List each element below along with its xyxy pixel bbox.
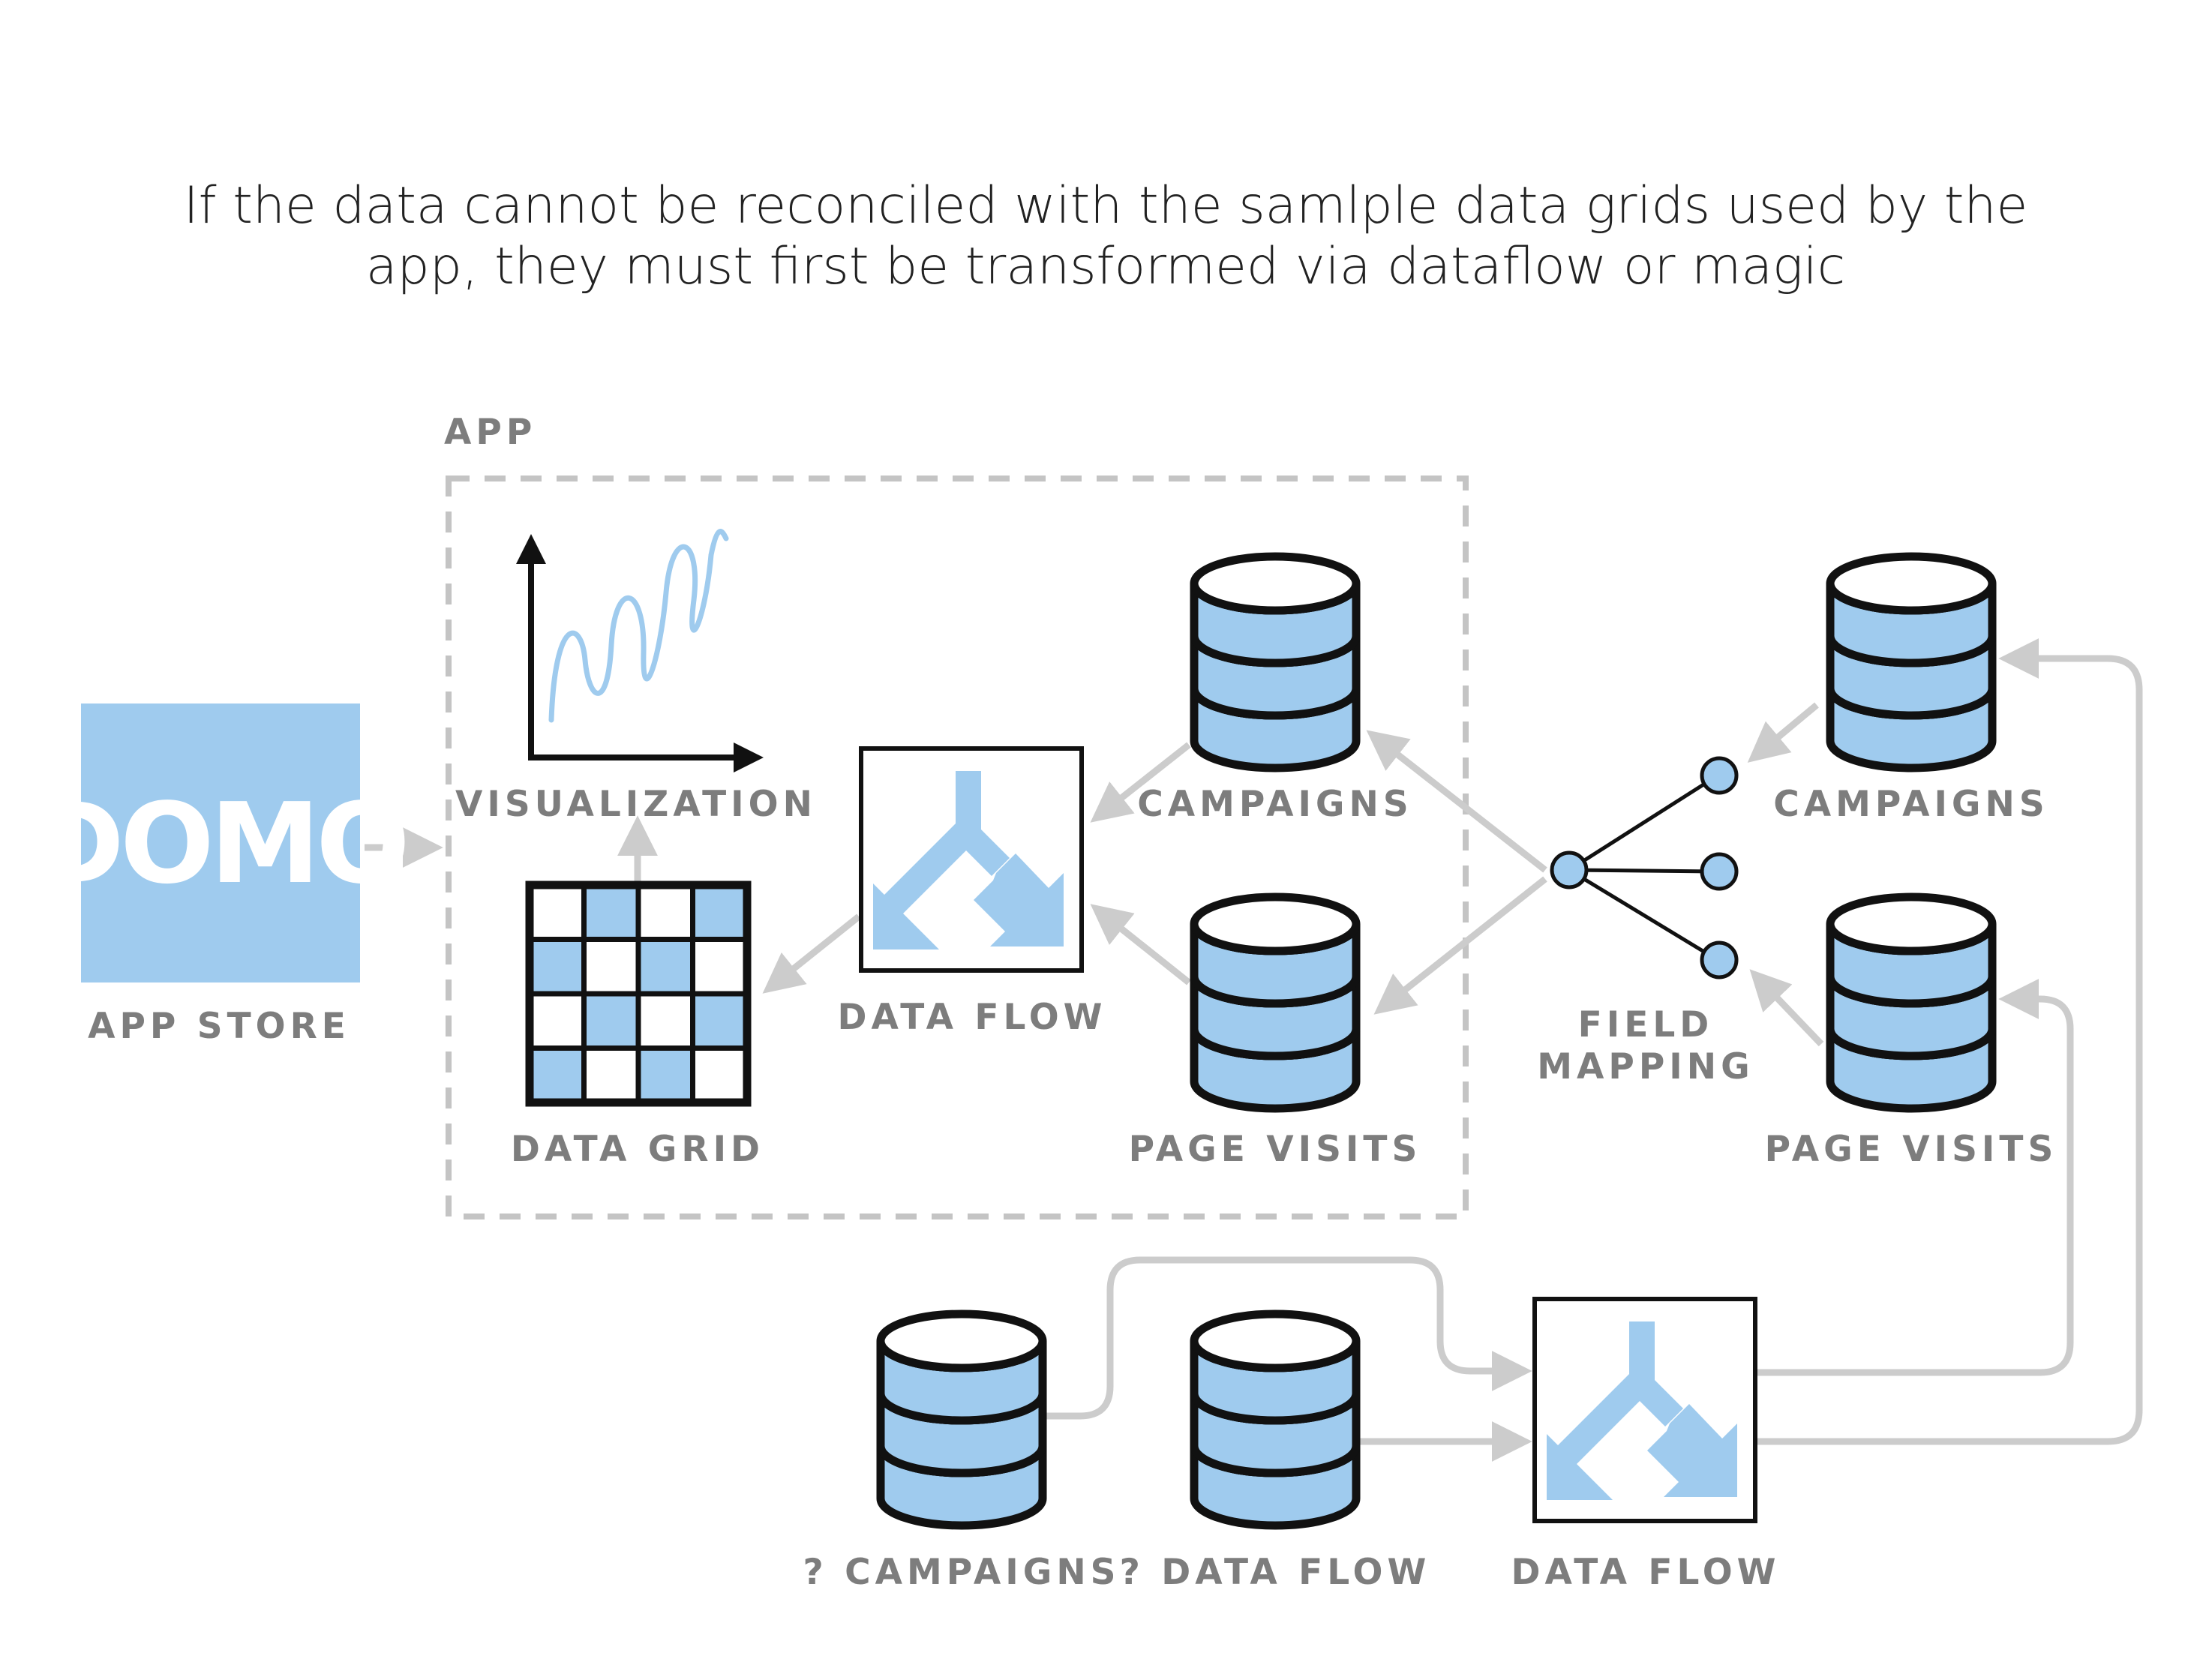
- grid-cell: [581, 882, 641, 942]
- line-chart-icon: [516, 529, 764, 772]
- page-visits-src-label: PAGE VISITS: [1765, 1129, 2058, 1170]
- diagram-title: If the data cannot be reconciled with th…: [184, 176, 2028, 296]
- grid-cell: [635, 1046, 695, 1106]
- campaigns-src-label: CAMPAIGNS: [1773, 784, 2048, 825]
- grid-icon: [525, 880, 752, 1107]
- grid-cell: [690, 991, 750, 1051]
- title-line-2: app, they must first be transformed via …: [366, 237, 1845, 296]
- app-container: APP: [444, 412, 1469, 1220]
- grid-cell: [581, 1046, 641, 1106]
- arrow-pagevisits-src-to-mapping: [1749, 969, 1824, 1047]
- arrow-qcampaigns-to-dataflow: [1046, 1256, 1532, 1420]
- page-visits-app-database: [1190, 892, 1361, 1113]
- domo-logo-icon: [81, 704, 360, 982]
- grid-cell: [527, 991, 587, 1051]
- arrow-dataflow-to-grid: [762, 914, 861, 994]
- visualization-node: VISUALIZATION: [455, 529, 817, 825]
- app-label: APP: [444, 412, 536, 453]
- dataflow-icon: [1532, 1297, 1757, 1523]
- page-visits-app-label: PAGE VISITS: [1129, 1129, 1422, 1170]
- grid-cell: [527, 882, 587, 942]
- data-flow-bottom-label: DATA FLOW: [1511, 1552, 1780, 1593]
- app-store-node: DOMO APP STORE: [32, 704, 410, 1047]
- arrow-dataflow-to-campaigns-src: [1755, 638, 2143, 1445]
- grid-cell: [527, 937, 587, 997]
- campaigns-app-label: CAMPAIGNS: [1137, 784, 1412, 825]
- grid-cell: [635, 991, 695, 1051]
- campaigns-src-database: [1826, 552, 1997, 772]
- data-grid-node: DATA GRID: [511, 880, 764, 1170]
- visualization-label: VISUALIZATION: [455, 784, 817, 825]
- title-line-1: If the data cannot be reconciled with th…: [184, 176, 2028, 236]
- grid-cell: [635, 882, 695, 942]
- field-mapping-node: FIELD MAPPING: [1537, 756, 1754, 1088]
- data-flow-bottom-node: DATA FLOW: [1511, 1297, 1780, 1593]
- grid-cell: [690, 1046, 750, 1106]
- campaigns-app-database: [1190, 552, 1361, 772]
- databases: [876, 552, 1997, 1530]
- grid-cell: [527, 1046, 587, 1106]
- dataflow-icon: [859, 746, 1084, 973]
- q-data-flow-database: [1190, 1310, 1361, 1530]
- q-data-flow-label: ? DATA FLOW: [1120, 1552, 1431, 1593]
- grid-cell: [635, 937, 695, 997]
- grid-cell: [581, 937, 641, 997]
- arrow-dataflow-to-pagevisits-src: [1755, 979, 2074, 1376]
- domo-logo-text: DOMO: [32, 779, 406, 908]
- app-store-label: APP STORE: [88, 1006, 350, 1047]
- grid-cell: [690, 882, 750, 942]
- grid-cell: [690, 937, 750, 997]
- data-flow-app-label: DATA FLOW: [837, 997, 1106, 1038]
- connectors: [365, 638, 2143, 1462]
- arrow-campaigns-src-to-mapping: [1747, 702, 1819, 763]
- field-mapping-icon: [1550, 756, 1739, 980]
- q-campaigns-label: ? CAMPAIGNS: [803, 1552, 1120, 1593]
- q-campaigns-database: [876, 1310, 1047, 1530]
- arrow-mapping-to-campaigns: [1366, 730, 1547, 873]
- arrow-pagevisits-to-dataflow: [1090, 904, 1191, 986]
- arrow-mapping-to-pagevisits: [1373, 876, 1547, 1015]
- field-mapping-label-line1: FIELD: [1578, 1004, 1714, 1046]
- grid-frame: [525, 880, 752, 1107]
- grid-cell: [581, 991, 641, 1051]
- page-visits-src-database: [1826, 892, 1997, 1113]
- data-grid-label: DATA GRID: [511, 1129, 764, 1170]
- arrow-campaigns-to-dataflow: [1090, 742, 1191, 823]
- data-flow-app-node: DATA FLOW: [837, 746, 1106, 1038]
- app-dashed-border: [446, 476, 1469, 1220]
- field-mapping-label-line2: MAPPING: [1537, 1046, 1754, 1088]
